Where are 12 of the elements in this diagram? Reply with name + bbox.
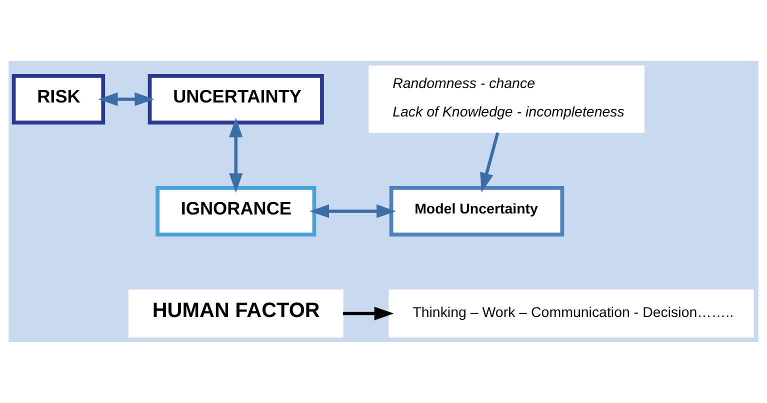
arrow xyxy=(229,118,243,193)
node-box: Thinking – Work – Communication - Decision…….. xyxy=(388,290,754,338)
arrow xyxy=(342,306,394,320)
node-box: IGNORANCE xyxy=(156,186,316,236)
node-box: UNCERTAINTY xyxy=(148,74,324,124)
arrow xyxy=(98,92,154,106)
node-box: Randomness - chance Lack of Knowledge - incompleteness xyxy=(368,66,644,133)
arrow xyxy=(310,204,396,218)
node-box: Model Uncertainty xyxy=(389,186,564,236)
arrow xyxy=(480,132,500,192)
node-box: RISK xyxy=(12,74,106,124)
node-box: HUMAN FACTOR xyxy=(128,290,344,338)
